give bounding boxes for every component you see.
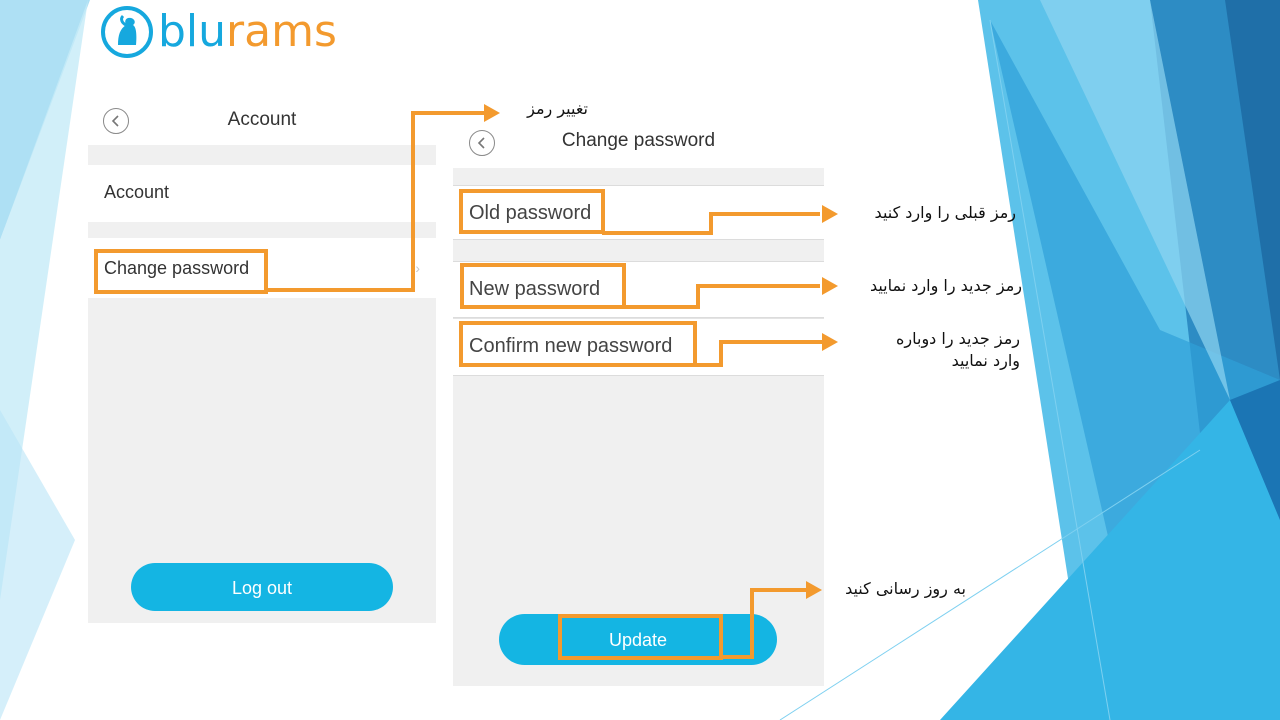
logout-button[interactable]: Log out <box>131 563 393 611</box>
highlight-change-password <box>94 249 268 294</box>
ram-logo-icon <box>101 6 153 58</box>
chevron-right-icon: › <box>415 260 420 276</box>
annotation-confirm-password: رمز جدید را دوباره وارد نمایید <box>896 329 1020 370</box>
page-title: Change password <box>561 130 716 151</box>
highlight-old-password <box>459 189 605 234</box>
annotation-change-password: تغییر رمز <box>527 99 588 118</box>
change-password-nav-bar: Change password <box>453 118 824 168</box>
brand-wordmark: blurams <box>158 6 337 57</box>
account-screen: Account Account Change password › Log ou… <box>88 95 436 623</box>
annotation-old-password: رمز قبلی را وارد کنید <box>874 203 1016 222</box>
annotation-update: به روز رسانی کنید <box>845 579 966 598</box>
account-row[interactable]: Account <box>88 165 436 222</box>
blurams-logo: blurams <box>100 4 337 60</box>
account-row-label: Account <box>104 182 170 202</box>
account-nav-bar: Account <box>88 95 436 145</box>
annotation-new-password: رمز جدید را وارد نمایید <box>869 276 1022 295</box>
highlight-new-password <box>460 263 626 309</box>
highlight-update <box>558 614 723 660</box>
highlight-confirm-password <box>459 321 697 367</box>
page-title: Account <box>227 109 297 130</box>
change-password-row-label: Change password <box>104 258 250 278</box>
back-circle-icon[interactable] <box>103 108 129 134</box>
